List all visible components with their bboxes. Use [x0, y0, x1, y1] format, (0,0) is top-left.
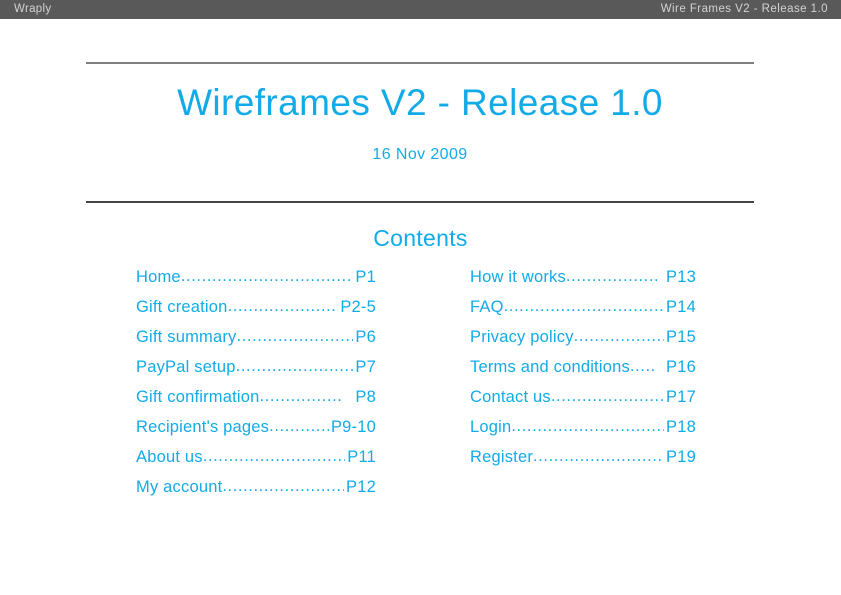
toc-dot-leader: .....	[629, 358, 656, 375]
toc-entry-home[interactable]: Home ...................................…	[136, 268, 376, 298]
toc-entry-label: Gift confirmation	[136, 388, 260, 406]
toc-entry-page: P16	[666, 358, 696, 376]
toc-dot-leader: .......................	[236, 328, 354, 345]
toc-entry-faq[interactable]: FAQ ................................... …	[470, 298, 696, 328]
page-title: Wireframes V2 - Release 1.0	[177, 82, 663, 123]
toc-entry-page: P19	[666, 448, 696, 466]
toc-entry-privacy-policy[interactable]: Privacy policy .................. P15	[470, 328, 696, 358]
table-of-contents: Home ...................................…	[0, 268, 841, 528]
toc-column-right: How it works .................. P13 FAQ …	[470, 268, 696, 478]
toc-entry-page: P9-10	[330, 418, 376, 436]
toc-entry-label: Recipient's pages	[136, 418, 270, 436]
title-block: Wireframes V2 - Release 1.0 16 Nov 2009	[86, 81, 754, 165]
toc-entry-page: P11	[347, 448, 376, 466]
toc-dot-leader: .................................	[511, 418, 664, 435]
toc-entry-label: About us	[136, 448, 203, 466]
toc-entry-login[interactable]: Login ................................. …	[470, 418, 696, 448]
document-name-label: Wire Frames V2 - Release 1.0	[660, 3, 828, 15]
toc-entry-gift-creation[interactable]: Gift creation ........................ P…	[136, 298, 376, 328]
toc-dot-leader: .........................	[222, 478, 345, 495]
toc-entry-terms-and-conditions[interactable]: Terms and conditions ..... P16	[470, 358, 696, 388]
toc-dot-leader: ...........................	[533, 448, 665, 465]
toc-entry-register[interactable]: Register ........................... P19	[470, 448, 696, 478]
app-name-label: Wraply	[14, 3, 52, 15]
toc-entry-page: P18	[666, 418, 696, 436]
toc-entry-label: Contact us	[470, 388, 551, 406]
toc-entry-label: Gift creation	[136, 298, 228, 316]
toc-dot-leader: ........................	[550, 388, 665, 405]
toc-entry-paypal-setup[interactable]: PayPal setup ........................ P7	[136, 358, 376, 388]
toc-entry-label: Gift summary	[136, 328, 237, 346]
toc-dot-leader: ........................	[235, 358, 354, 375]
toc-entry-page: P7	[355, 358, 376, 376]
toc-entry-label: How it works	[470, 268, 566, 286]
document-date: 16 Nov 2009	[372, 146, 468, 163]
toc-entry-page: P2-5	[340, 298, 376, 316]
application-title-bar: Wraply Wire Frames V2 - Release 1.0	[0, 0, 841, 19]
toc-dot-leader: ..................	[573, 328, 665, 345]
toc-entry-gift-summary[interactable]: Gift summary ....................... P6	[136, 328, 376, 358]
toc-entry-page: P6	[355, 328, 376, 346]
toc-entry-page: P1	[355, 268, 376, 286]
toc-entry-label: Register	[470, 448, 534, 466]
toc-entry-label: Home	[136, 268, 181, 286]
divider-above-title	[86, 62, 754, 64]
toc-entry-label: FAQ	[470, 298, 504, 316]
toc-entry-how-it-works[interactable]: How it works .................. P13	[470, 268, 696, 298]
toc-entry-page: P13	[666, 268, 696, 286]
toc-entry-label: My account	[136, 478, 223, 496]
toc-dot-leader: .............................	[202, 448, 346, 465]
toc-column-left: Home ...................................…	[136, 268, 376, 508]
toc-entry-page: P17	[666, 388, 696, 406]
contents-heading: Contents	[373, 225, 468, 251]
toc-entry-page: P15	[666, 328, 696, 346]
toc-entry-recipients-pages[interactable]: Recipient's pages ................. P9-1…	[136, 418, 376, 448]
toc-entry-label: Terms and conditions	[470, 358, 630, 376]
toc-dot-leader: ................	[259, 388, 343, 405]
toc-dot-leader: ...................................	[503, 298, 665, 315]
toc-entry-my-account[interactable]: My account ......................... P12	[136, 478, 376, 508]
toc-entry-label: Privacy policy	[470, 328, 574, 346]
toc-entry-page: P8	[355, 388, 376, 406]
divider-below-title	[86, 201, 754, 203]
toc-entry-page: P14	[666, 298, 696, 316]
toc-dot-leader: .................	[269, 418, 329, 435]
slide-canvas: Wireframes V2 - Release 1.0 16 Nov 2009 …	[0, 19, 841, 595]
toc-entry-contact-us[interactable]: Contact us ........................ P17	[470, 388, 696, 418]
toc-entry-about-us[interactable]: About us ............................. P…	[136, 448, 376, 478]
toc-entry-gift-confirmation[interactable]: Gift confirmation ................ P8	[136, 388, 376, 418]
toc-entry-label: Login	[470, 418, 512, 436]
toc-dot-leader: ........................	[227, 298, 339, 315]
toc-entry-page: P12	[346, 478, 376, 496]
toc-dot-leader: ..................	[565, 268, 660, 285]
toc-dot-leader: ....................................	[180, 268, 354, 285]
toc-entry-label: PayPal setup	[136, 358, 236, 376]
